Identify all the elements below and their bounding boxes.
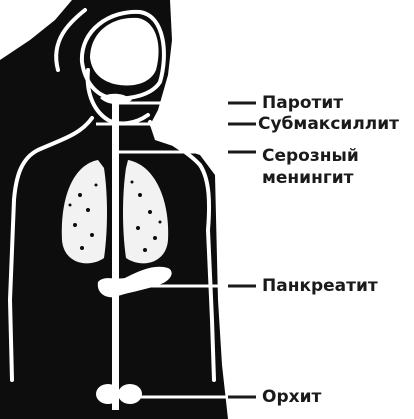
label-orchitis: Орхит [262, 387, 321, 407]
label-parotitis: Паротит [262, 93, 343, 113]
label-submaxillitis: Субмаксиллит [258, 114, 399, 134]
label-meningitis-line2: менингит [262, 168, 353, 188]
left-testis [96, 384, 120, 404]
pointer-lines-outer [228, 103, 256, 397]
label-pancreatitis: Панкреатит [262, 276, 378, 296]
label-meningitis-line1: Серозный [262, 146, 359, 166]
spinal-cord [112, 98, 119, 410]
right-testis [118, 384, 142, 404]
